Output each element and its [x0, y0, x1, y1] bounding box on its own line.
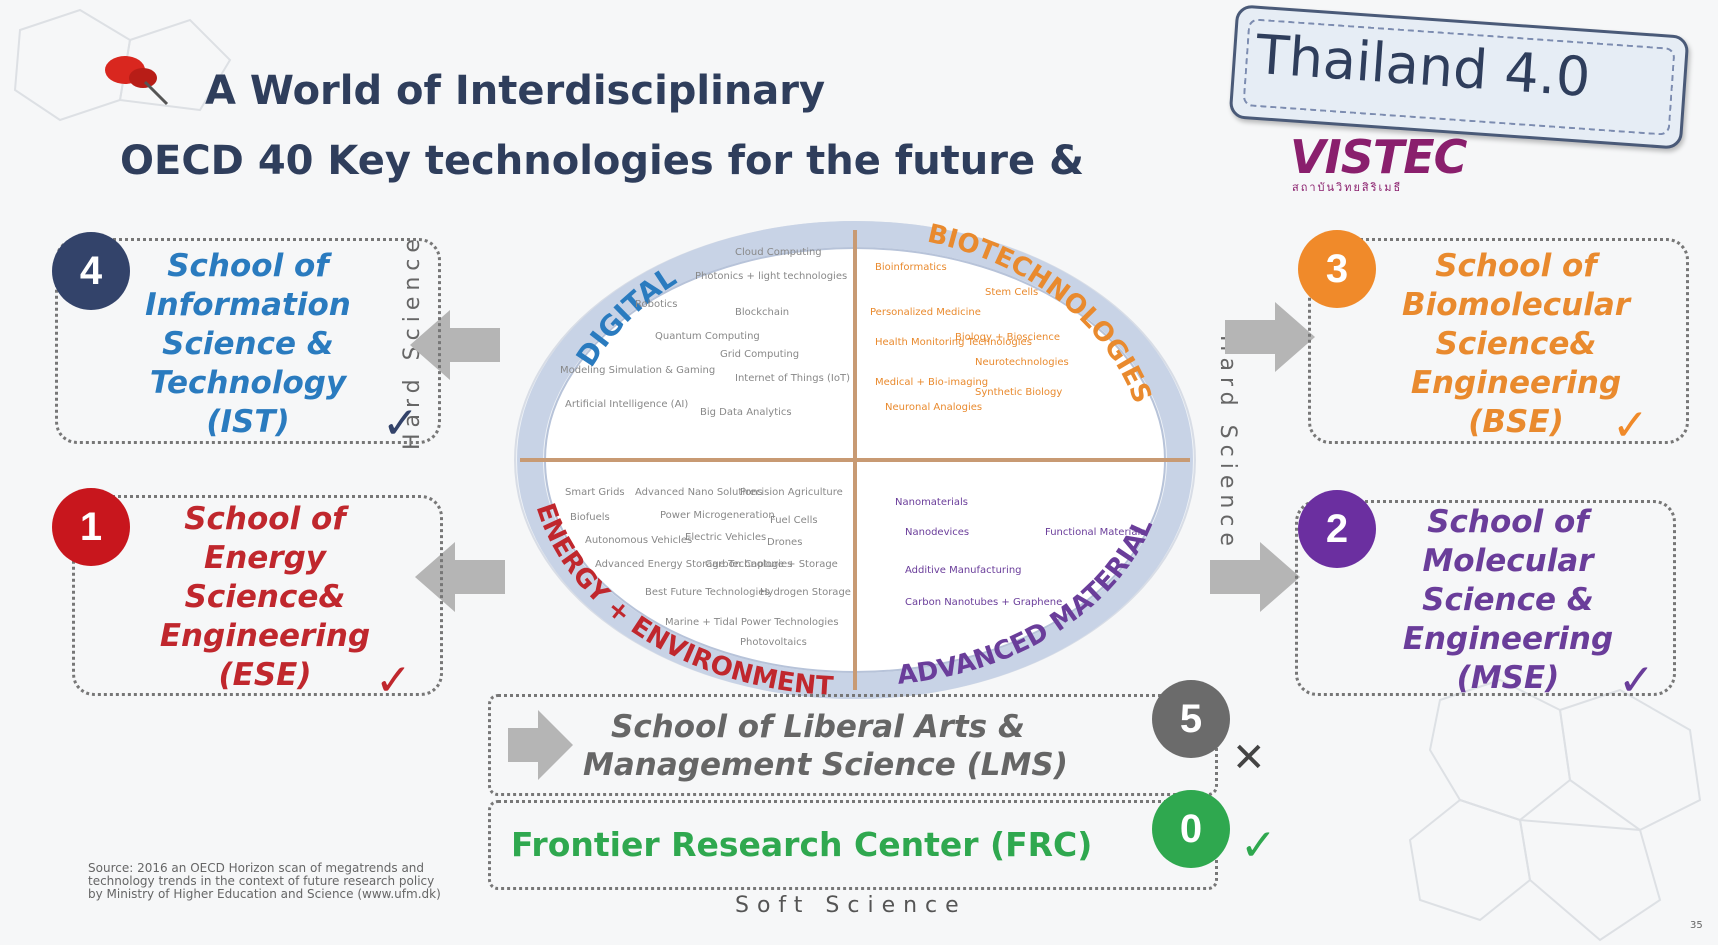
wheel-item: Photonics + light technologies [695, 271, 847, 282]
school-bse-line: Biomolecular [1401, 287, 1631, 323]
school-mse-line: (MSE) [1456, 660, 1560, 696]
frc-label: Frontier Research Center (FRC) [511, 825, 1093, 864]
wheel-item: Artificial Intelligence (AI) [565, 399, 688, 410]
wheel-item: Hydrogen Storage [760, 587, 851, 598]
school-bse-line: Engineering [1410, 365, 1622, 401]
wheel-item: Personalized Medicine [870, 307, 981, 318]
soft-science-label: Soft Science [735, 893, 967, 918]
school-ese-line: Energy [204, 540, 326, 576]
wheel-item: Advanced Nano Solutions [635, 487, 763, 498]
school-ist-check-icon: ✓ [382, 398, 419, 449]
school-bse-line: Science& [1435, 326, 1597, 362]
school-mse-check-icon: ✓ [1618, 655, 1655, 706]
school-ist-line: (IST) [206, 404, 290, 440]
school-ist-number: 4 [52, 232, 130, 310]
arrow-to-mse [1210, 542, 1300, 612]
arrow-to-bse [1225, 302, 1315, 372]
title-line-1: A World of Interdisciplinary [205, 68, 826, 114]
wheel-item: Precision Agriculture [740, 487, 843, 498]
arrow-to-ese [415, 542, 505, 612]
vistec-logo: VISTEC [1290, 130, 1467, 184]
title-line-2: OECD 40 Key technologies for the future … [120, 138, 1084, 184]
wheel-item: Marine + Tidal Power Technologies [665, 617, 839, 628]
wheel-item: Fuel Cells [770, 515, 818, 526]
wheel-item: Advanced Energy Storage Technologies [595, 559, 792, 570]
wheel-item: Big Data Analytics [700, 407, 792, 418]
wheel-item: Modeling Simulation & Gaming [560, 365, 715, 376]
wheel-item: Additive Manufacturing [905, 565, 1022, 576]
school-lms-line2: Management Science (LMS) [583, 747, 1068, 783]
school-ist-line: Technology [149, 365, 347, 401]
wheel-item: Autonomous Vehicles [585, 535, 692, 546]
school-ese-line: (ESE) [218, 657, 312, 693]
wheel-item: Biofuels [570, 512, 610, 523]
arrow-to-ist [410, 310, 500, 380]
school-bse-line: (BSE) [1468, 404, 1564, 440]
wheel-item: Neuronal Analogies [885, 402, 982, 413]
school-ese-line: Engineering [159, 618, 371, 654]
school-ese-line: School of [184, 501, 346, 537]
school-mse-line: Engineering [1402, 621, 1614, 657]
wheel-item: Stem Cells [985, 287, 1038, 298]
wheel-item: Functional Materials [1045, 527, 1145, 538]
school-lms-line1: School of Liberal Arts & [611, 709, 1025, 745]
wheel-item: Power Microgeneration [660, 510, 775, 521]
wheel-item: Health Monitoring Technologies [875, 337, 1032, 348]
arrow-to-lms [508, 710, 573, 780]
vistec-logo-subtitle: สถาบันวิทยสิริเมธี [1292, 181, 1403, 194]
wheel-item: Quantum Computing [655, 331, 760, 342]
school-ist-line: Information [145, 287, 351, 323]
school-ese-number: 1 [52, 488, 130, 566]
wheel-item: Neurotechnologies [975, 357, 1069, 368]
wheel-item: Biology + Bioscience [955, 332, 1060, 343]
wheel-item: Best Future Technologies [645, 587, 770, 598]
source-note: Source: 2016 an OECD Horizon scan of meg… [88, 861, 441, 901]
wheel-item: Carbon Nanotubes + Graphene [905, 597, 1062, 608]
school-bse-check-icon: ✓ [1612, 400, 1649, 451]
school-mse-line: Science & [1422, 582, 1594, 618]
wheel-item: Nanodevices [905, 527, 969, 538]
pushpin-icon [105, 56, 169, 106]
page-number: 35 [1690, 920, 1703, 931]
wheel-item: Electric Vehicles [685, 532, 766, 543]
wheel-item: Grid Computing [720, 349, 799, 360]
wheel-item: Drones [767, 537, 802, 548]
wheel-item: Medical + Bio-imaging [875, 377, 988, 388]
frc-check-icon: ✓ [1240, 820, 1277, 871]
school-mse-number: 2 [1298, 490, 1376, 568]
school-ese-line: Science& [184, 579, 346, 615]
wheel-item: Synthetic Biology [975, 387, 1062, 398]
wheel-item: Internet of Things (IoT) [735, 373, 850, 384]
wheel-item: Carbon Capture + Storage [705, 559, 838, 570]
wheel-item: Blockchain [735, 307, 789, 318]
wheel-item: Smart Grids [565, 487, 625, 498]
frc-number: 0 [1152, 790, 1230, 868]
school-ist-line: Science & [162, 326, 334, 362]
wheel-item: Nanomaterials [895, 497, 968, 508]
school-lms-box: School of Liberal Arts & Management Scie… [488, 694, 1218, 796]
wheel-item: Cloud Computing [735, 247, 822, 258]
frc-box: Frontier Research Center (FRC) [488, 800, 1218, 890]
wheel-item: Photovoltaics [740, 637, 807, 648]
school-bse-line: School of [1435, 248, 1597, 284]
school-mse-line: Molecular [1422, 543, 1594, 579]
technology-wheel: DIGITAL BIOTECHNOLOGIES ENERGY + ENVIRON… [514, 219, 1196, 702]
school-lms-number: 5 [1152, 680, 1230, 758]
wheel-item: Bioinformatics [875, 262, 947, 273]
school-bse-number: 3 [1298, 230, 1376, 308]
school-ese-check-icon: ✓ [375, 655, 412, 706]
wheel-item: Robotics [635, 299, 678, 310]
school-ist-line: School of [167, 248, 329, 284]
school-lms-cross-icon: ✕ [1232, 735, 1266, 781]
school-mse-line: School of [1427, 504, 1589, 540]
